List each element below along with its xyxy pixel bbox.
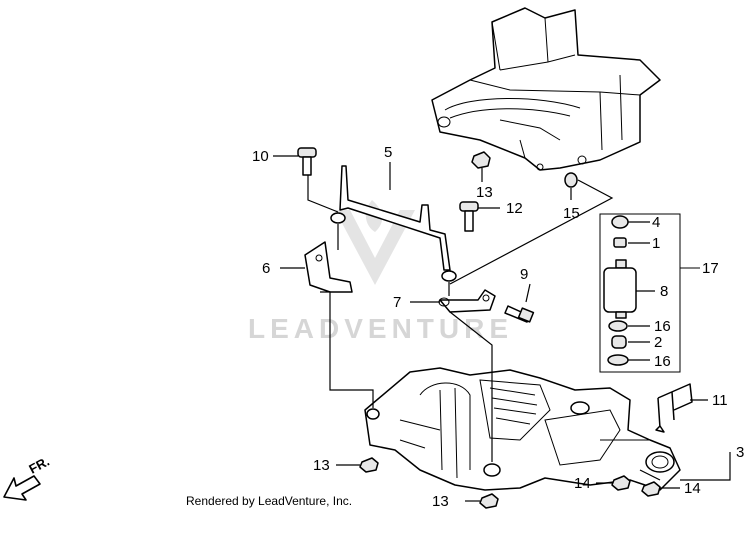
callout-17: 17 [702,260,719,277]
callout-3: 3 [736,444,744,461]
callout-4: 4 [652,214,660,231]
bracket-7 [438,289,496,313]
callout-13-bottom: 13 [432,493,449,510]
transmission-housing-3 [364,367,681,491]
nut-13-top [471,151,491,169]
leader-lines [273,155,731,502]
callout-10: 10 [252,148,269,165]
callout-13-left: 13 [313,457,330,474]
callout-5: 5 [384,144,392,161]
callout-1: 1 [652,235,660,252]
callout-15: 15 [563,205,580,222]
watermark-text: LEADVENTURE [248,313,513,344]
nut-14-left [611,475,631,491]
callout-12: 12 [506,200,523,217]
callouts: 4 1 17 8 16 2 16 10 5 13 12 15 6 9 7 11 … [252,144,744,510]
washer-15 [564,172,578,188]
front-arrow-icon [3,475,41,501]
seat-frame [431,7,661,171]
callout-2: 2 [654,334,662,351]
bolt-9 [504,305,535,323]
nut-13-bottom [479,493,499,509]
callout-11: 11 [712,392,728,409]
u-bolt-11 [655,383,693,433]
nut-14-right [641,481,661,497]
callout-16-b: 16 [654,353,671,370]
callout-14-left: 14 [574,475,591,492]
footer-credit: Rendered by LeadVenture, Inc. [186,494,352,508]
callout-7: 7 [393,294,401,311]
callout-16-a: 16 [654,318,671,335]
bracket-6 [304,241,353,293]
watermark: LEADVENTURE [248,200,513,344]
nut-13-left [359,457,379,473]
front-direction-marker: FR. [3,454,52,501]
bolt-12 [459,201,479,232]
callout-8: 8 [660,283,668,300]
front-label: FR. [26,454,52,477]
callout-6: 6 [262,260,270,277]
rod-washer [330,212,346,224]
parts-box-17 [599,213,700,373]
callout-9: 9 [520,266,528,283]
callout-13-top: 13 [476,184,493,201]
rod-5 [339,165,451,271]
callout-14-right: 14 [684,480,701,497]
rod-washer-2 [441,270,457,282]
bolt-10 [297,147,317,176]
